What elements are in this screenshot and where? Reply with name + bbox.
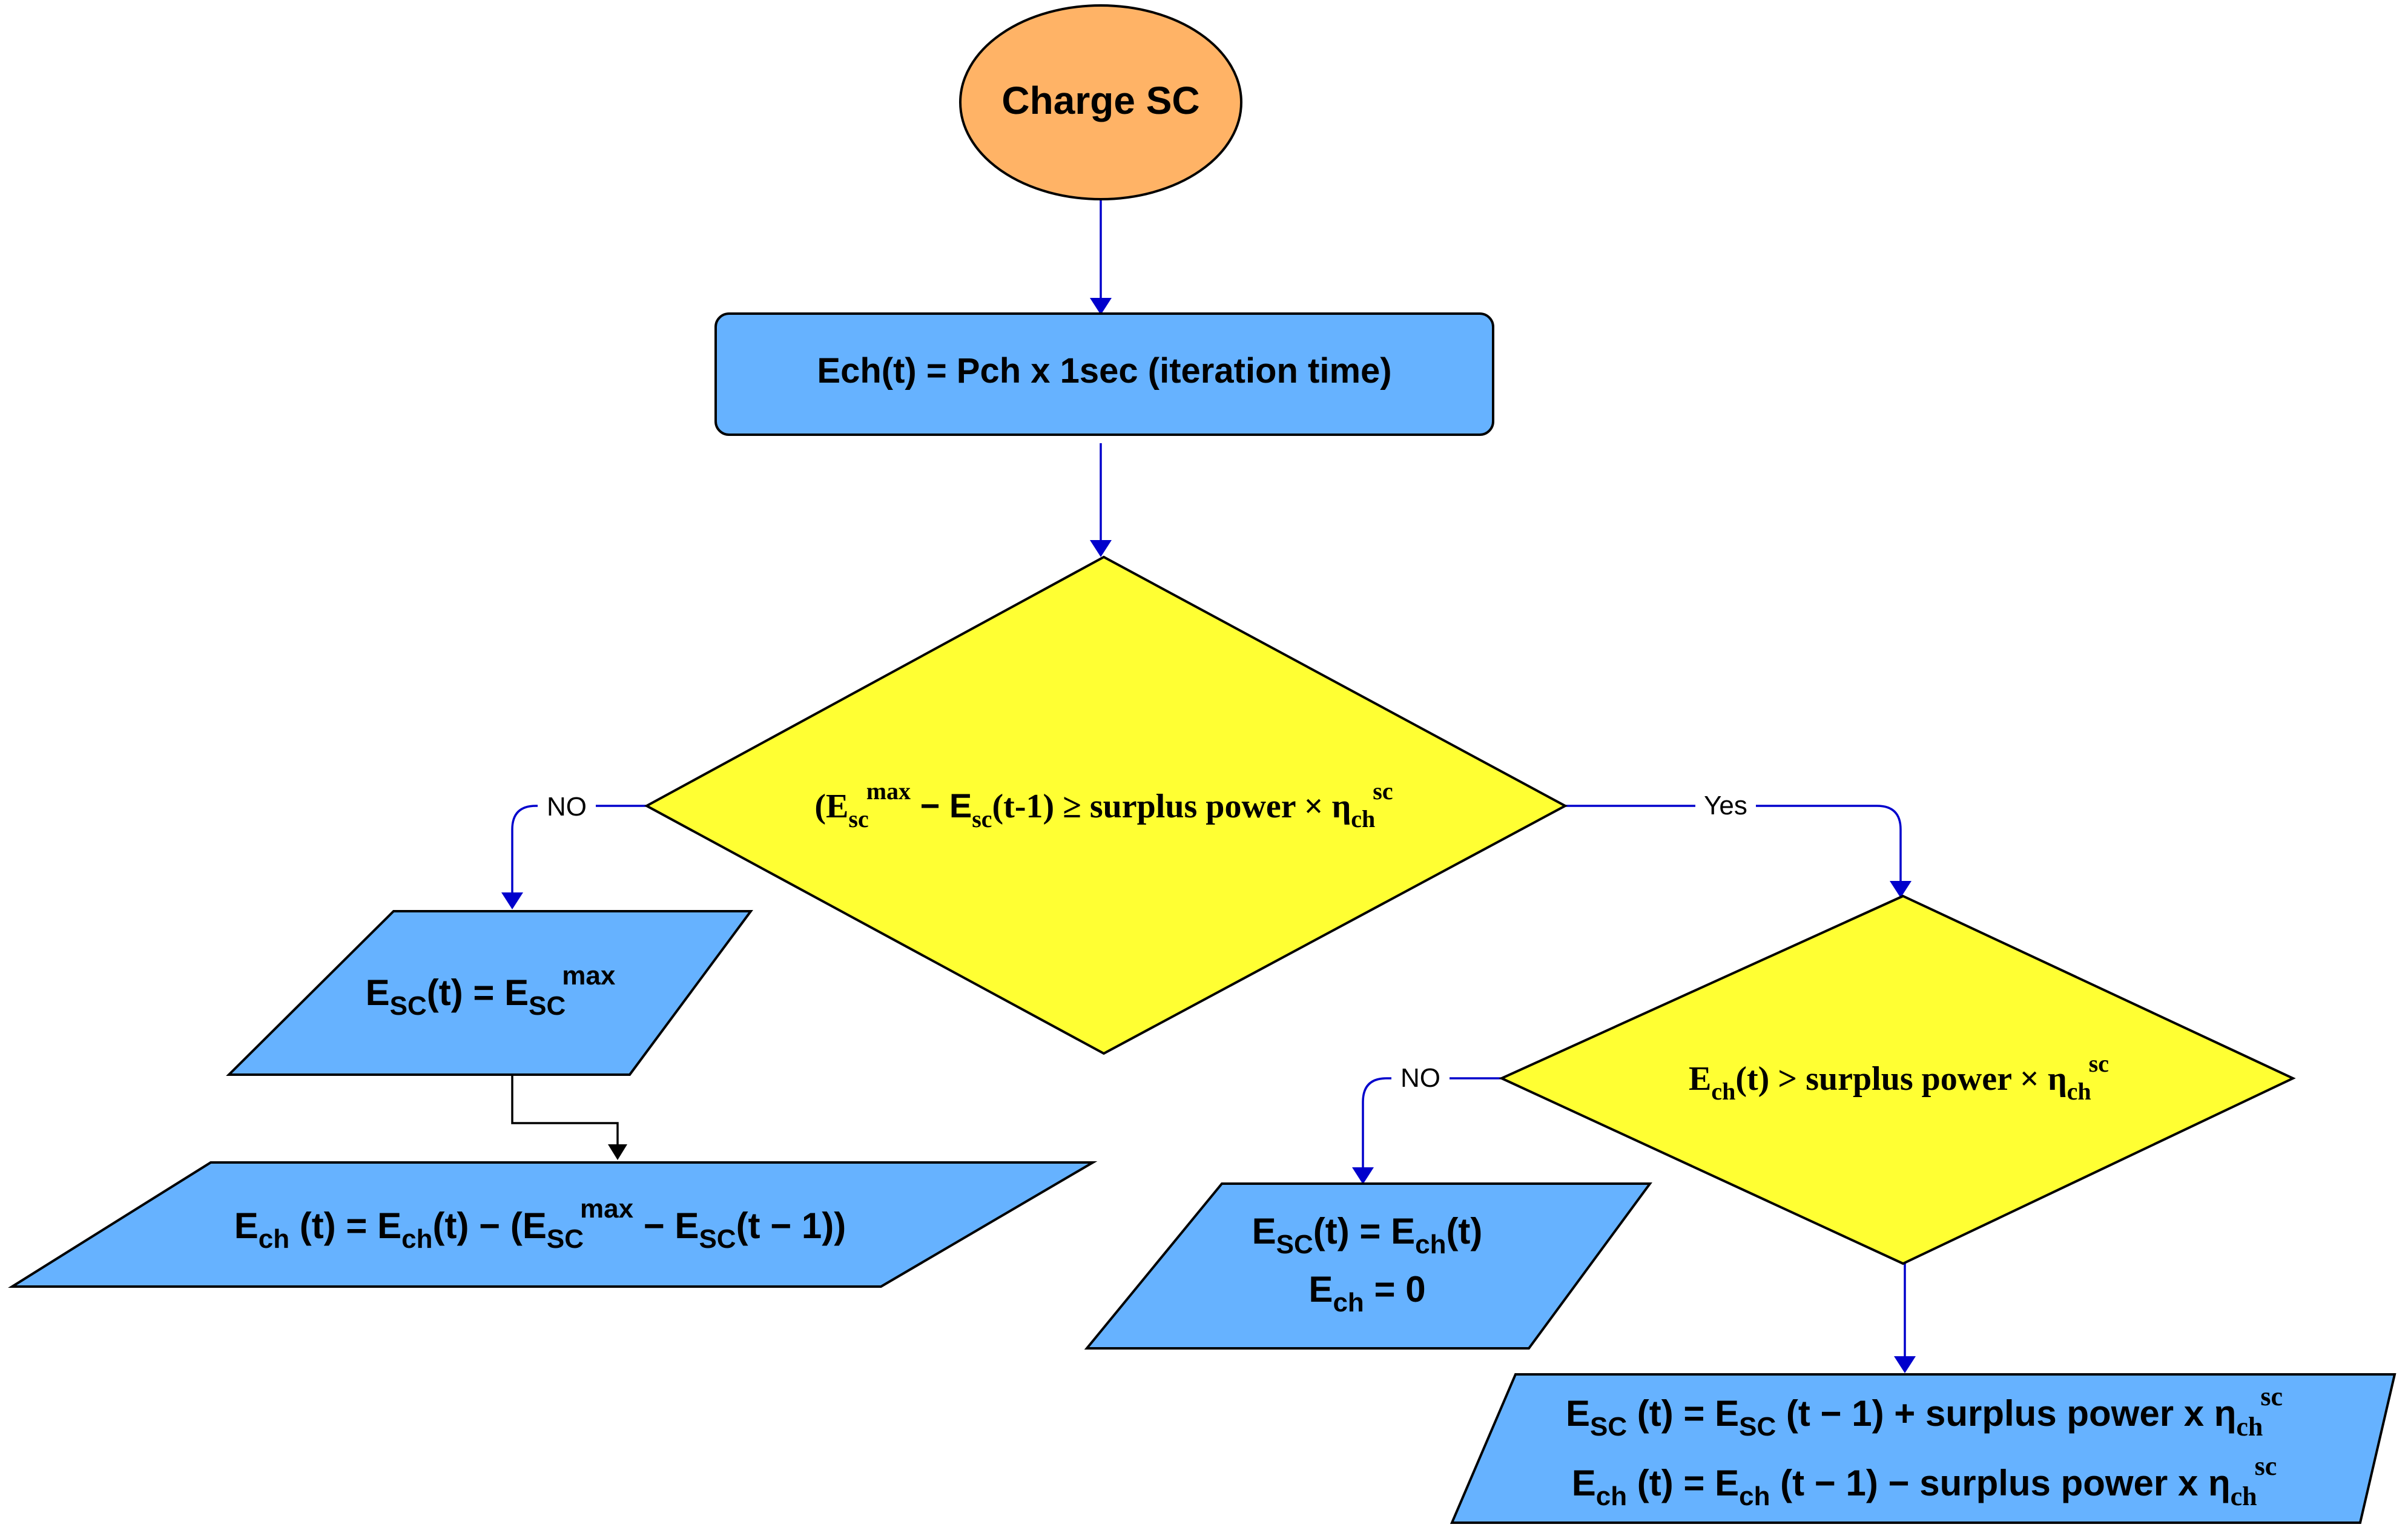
connector-decision1-yes [1565,805,1912,898]
edge-label-no-mid: NO [1391,1063,1450,1093]
connector-decision1-no [501,805,647,909]
process-label: Ech(t) = Pch x 1sec (iteration time) [817,351,1391,391]
edge-label-no-left: NO [538,792,596,822]
connector-output-to-output [511,1075,627,1160]
decision2-label: Ech(t) > surplus power × ηchsc [1689,1050,2109,1105]
decision-node-surplus: Ech(t) > surplus power × ηchsc [1499,894,2296,1265]
decision-node-capacity: (Escmax − Esc(t-1) ≥ surplus power × ηch… [644,555,1568,1055]
edge-label-yes: Yes [1695,791,1756,820]
decision1-label: (Escmax − Esc(t-1) ≥ surplus power × ηch… [814,777,1393,832]
connector-start-to-process [1090,200,1112,315]
output-left-bottom-label: Ech (t) = Ech(t) − (ESCmax − ESC(t − 1)) [234,1194,846,1254]
output-mid-line2: Ech = 0 [1308,1269,1425,1317]
svg-text:Yes: Yes [1704,791,1747,820]
output-node-surplus-charge: ESC (t) = ESC (t − 1) + surplus power x … [1450,1373,2396,1524]
output-mid-line1: ESC(t) = Ech(t) [1252,1211,1483,1259]
start-node: Charge SC [959,4,1242,200]
connector-process-to-decision1 [1090,443,1112,557]
output-right-line1: ESC (t) = ESC (t − 1) + surplus power x … [1566,1382,2283,1442]
svg-text:NO: NO [547,792,587,822]
process-node: Ech(t) = Pch x 1sec (iteration time) [714,312,1494,436]
svg-text:NO: NO [1400,1063,1440,1093]
output-node-energy-charge: Ech (t) = Ech(t) − (ESCmax − ESC(t − 1)) [8,1161,1098,1288]
start-label: Charge SC [1001,79,1199,122]
connector-decision2-no [1352,1077,1502,1184]
output-right-line2: Ech (t) = Ech (t − 1) − surplus power x … [1572,1451,2277,1511]
output-node-set-max: ESC(t) = ESCmax [226,910,753,1076]
connector-decision2-yes [1894,1264,1916,1373]
output-node-full-charge: ESC(t) = Ech(t) Ech = 0 [1084,1182,1652,1350]
output-left-top-label: ESC(t) = ESCmax [366,961,616,1021]
